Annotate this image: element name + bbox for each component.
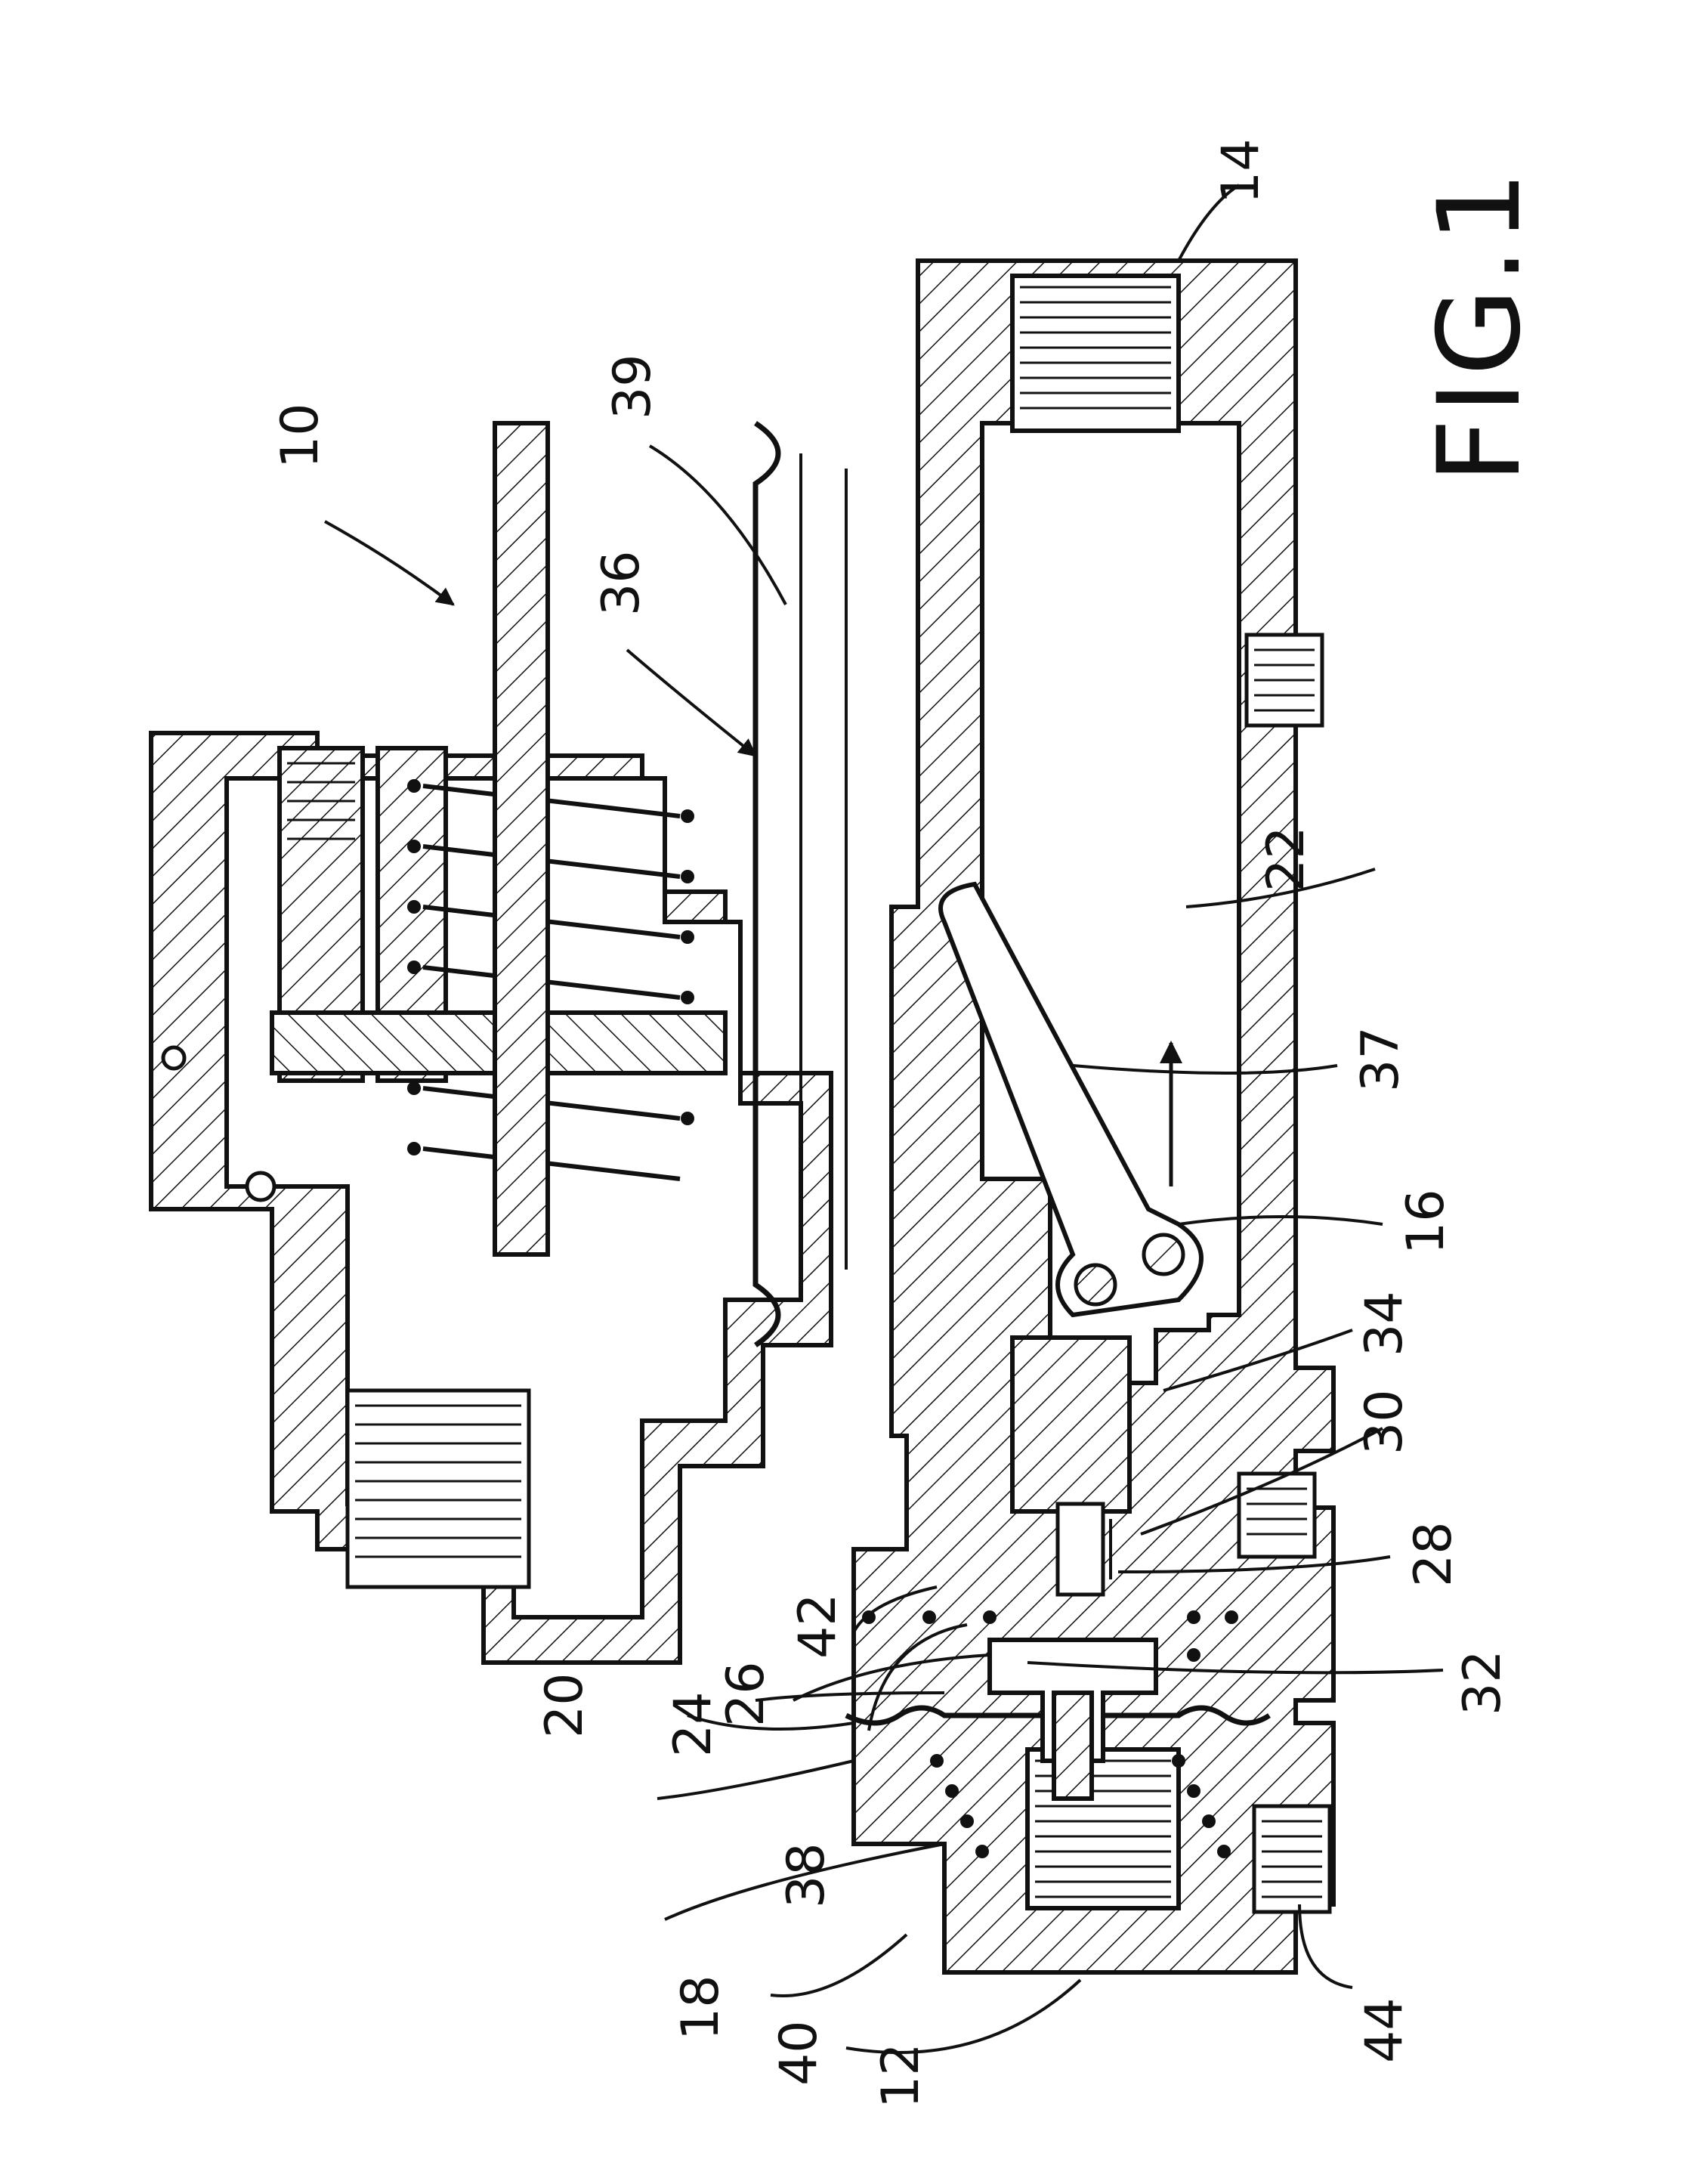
label-26: 26: [716, 1661, 776, 1727]
label-24: 24: [663, 1691, 723, 1757]
label-22: 22: [1256, 826, 1316, 892]
label-16: 16: [1396, 1189, 1456, 1254]
figure-caption: FIG.1: [1414, 166, 1546, 484]
label-37: 37: [1351, 1026, 1411, 1092]
bonnet-bore: [348, 1391, 529, 1587]
assembly-arrow: [325, 521, 453, 605]
tap-hole-upper: [1247, 635, 1322, 725]
label-38: 38: [777, 1842, 836, 1908]
label-30: 30: [1355, 1389, 1414, 1455]
tap-hole-lower: [1239, 1474, 1315, 1557]
label-18: 18: [671, 1975, 731, 2040]
label-34: 34: [1355, 1291, 1414, 1356]
seat-block: [1012, 1338, 1129, 1511]
label-32: 32: [1453, 1650, 1513, 1715]
port-44: [1254, 1806, 1330, 1912]
label-40: 40: [769, 2020, 829, 2086]
vent-hole-1: [163, 1047, 184, 1069]
label-14: 14: [1211, 138, 1271, 204]
label-12: 12: [871, 2043, 931, 2108]
label-36: 36: [592, 550, 651, 616]
label-39: 39: [603, 354, 663, 419]
label-44: 44: [1355, 1997, 1414, 2063]
label-28: 28: [1404, 1521, 1463, 1587]
label-10: 10: [270, 403, 330, 469]
vent-hole-2: [247, 1173, 274, 1200]
label-42: 42: [788, 1593, 848, 1659]
label-20: 20: [535, 1672, 595, 1738]
stem-rod: [495, 423, 548, 1254]
